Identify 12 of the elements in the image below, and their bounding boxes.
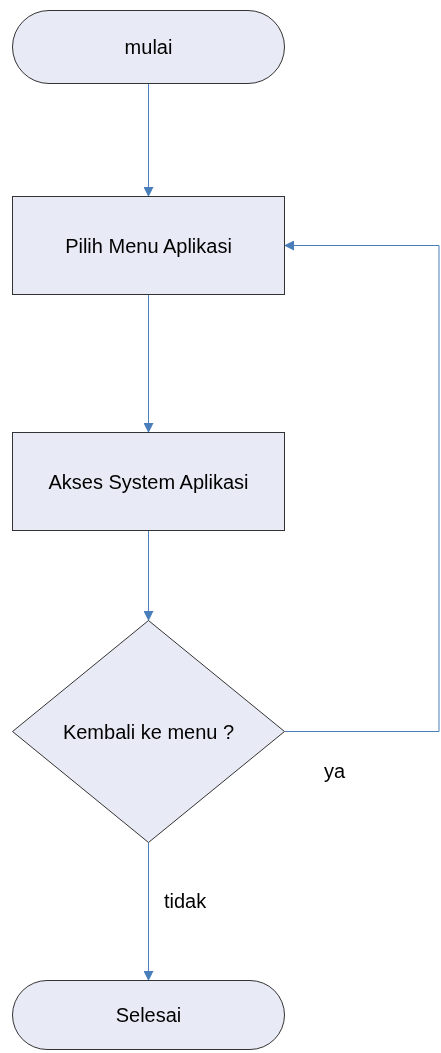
node-label: Kembali ke menu ? [62,719,235,745]
node-label: Pilih Menu Aplikasi [65,233,232,259]
arrow [143,294,154,433]
process-box [12,196,285,295]
arrow [143,530,154,621]
node-label: Selesai [115,1003,182,1028]
process-box [12,432,285,531]
arrow [143,83,154,197]
arrow [143,842,154,981]
node-label: mulai [124,35,173,60]
node-label: Akses System Aplikasi [48,469,249,495]
arrow [284,240,440,732]
